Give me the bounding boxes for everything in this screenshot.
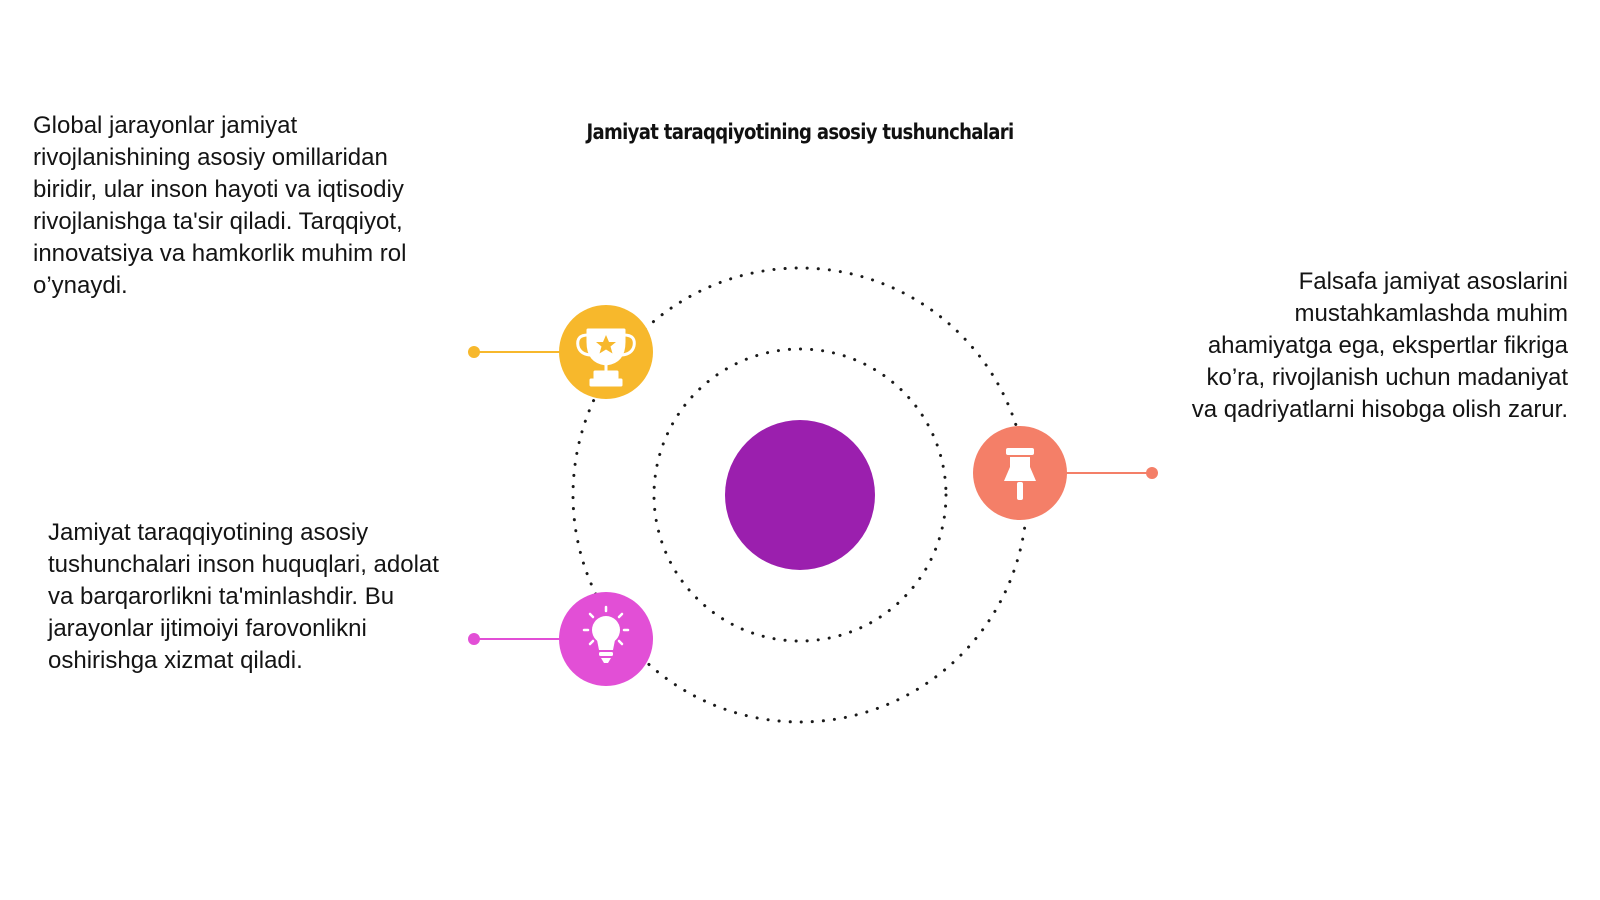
page-title: Jamiyat taraqqiyotining asosiy tushuncha…: [586, 120, 1015, 144]
trophy-icon: [576, 328, 636, 387]
lightbulb-description: Jamiyat taraqqiyotining asosiy tushuncha…: [48, 519, 439, 674]
pushpin-description: Falsafa jamiyat asoslarini mustahkamlash…: [1191, 268, 1568, 423]
lightbulb-node: [559, 592, 653, 686]
trophy-node: [559, 305, 653, 399]
trophy-connector: [468, 346, 565, 358]
pushpin-icon: [1004, 448, 1036, 500]
lightbulb-icon: [582, 605, 630, 663]
center-circle: [725, 420, 875, 570]
pushpin-node: [973, 426, 1067, 520]
inner-orbit: [652, 347, 948, 643]
lightbulb-connector: [468, 633, 565, 645]
trophy-description: Global jarayonlar jamiyat rivojlanishini…: [33, 112, 407, 299]
pushpin-connector: [1060, 467, 1158, 479]
